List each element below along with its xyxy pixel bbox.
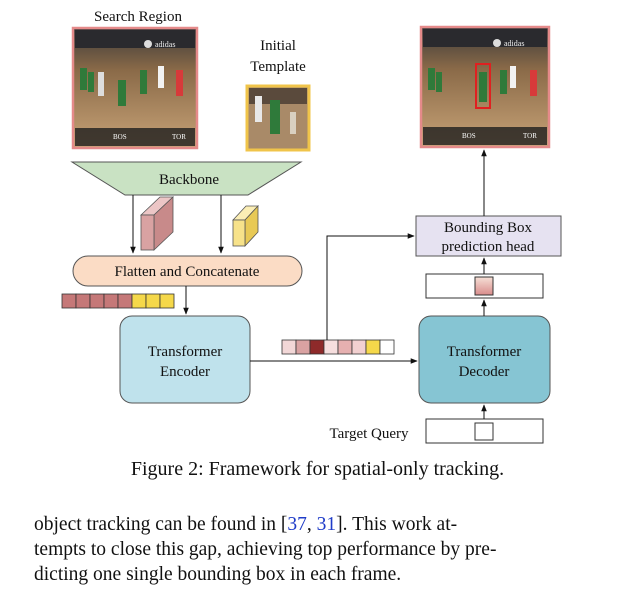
- body-line-3: dicting one single bounding box in each …: [34, 564, 402, 585]
- transformer-encoder-block: [119, 315, 251, 404]
- search-brand: adidas: [155, 40, 175, 49]
- target-query-label: Target Query: [329, 426, 409, 442]
- decoder-label-1: Transformer: [447, 344, 521, 360]
- cite-open-bracket: [: [280, 514, 288, 535]
- head-label-2: prediction head: [442, 239, 535, 255]
- body-line-1-a: object tracking can be found in: [34, 514, 281, 535]
- backbone-block: [70, 161, 303, 196]
- result-frame-image: adidas BOS TOR: [419, 25, 551, 149]
- body-line-1: object tracking can be found in [37, 31]…: [34, 512, 596, 537]
- encoder-output-tokens: [281, 339, 395, 355]
- template-label-2: Template: [250, 59, 306, 75]
- search-feature-map: [139, 196, 175, 251]
- decoder-output-token: [474, 276, 494, 296]
- search-score-right: TOR: [172, 133, 186, 141]
- result-brand: adidas: [504, 39, 524, 48]
- body-line-2: tempts to close this gap, achieving top …: [34, 539, 497, 560]
- body-line-1-b: ,: [306, 514, 317, 535]
- body-paragraph: object tracking can be found in [37, 31]…: [34, 512, 596, 587]
- template-label-1: Initial: [260, 38, 296, 54]
- target-query-token: [474, 422, 494, 441]
- encoder-label-2: Encoder: [160, 364, 210, 380]
- figure-caption: Figure 2: Framework for spatial-only tra…: [130, 458, 505, 480]
- initial-template-image: [245, 84, 311, 152]
- decoder-label-2: Decoder: [459, 364, 510, 380]
- search-score-left: BOS: [113, 133, 127, 141]
- search-region-label: Search Region: [94, 9, 182, 25]
- body-line-1-c: ]. This work at-: [336, 514, 458, 535]
- backbone-label: Backbone: [159, 172, 219, 188]
- search-region-image: adidas BOS TOR: [71, 26, 199, 150]
- encoder-label-1: Transformer: [148, 344, 222, 360]
- predicted-bounding-box: [475, 63, 491, 109]
- framework-figure: Search Region adidas BOS TOR Initial Tem…: [61, 9, 562, 444]
- citation-31[interactable]: 31: [316, 514, 337, 535]
- flattened-token-sequence: [61, 293, 175, 309]
- citation-37[interactable]: 37: [287, 514, 307, 535]
- flatten-concat-label: Flatten and Concatenate: [115, 264, 260, 280]
- template-feature-map: [232, 204, 259, 248]
- flatten-concat-block: [72, 255, 303, 287]
- result-score-right: TOR: [523, 132, 537, 140]
- head-label-1: Bounding Box: [444, 220, 532, 236]
- bbox-prediction-head: [415, 215, 562, 257]
- result-score-left: BOS: [462, 132, 476, 140]
